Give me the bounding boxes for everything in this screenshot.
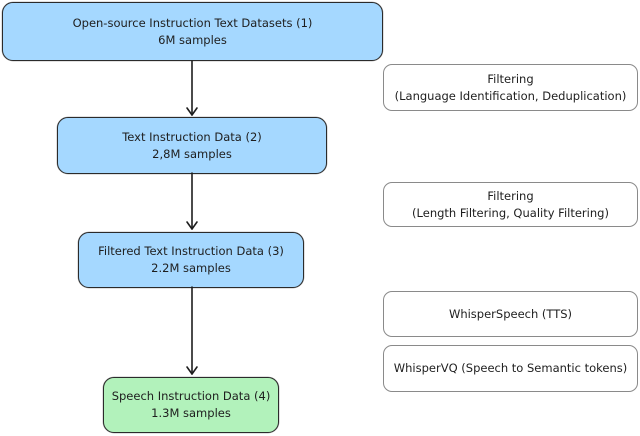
note-title: WhisperVQ (Speech to Semantic tokens): [393, 361, 628, 375]
process-note-whispervq: WhisperVQ (Speech to Semantic tokens): [383, 345, 638, 392]
node-label: Filtered Text Instruction Data (3): [98, 244, 284, 258]
process-note-filtering-dedup: Filtering (Language Identification, Dedu…: [383, 64, 638, 111]
process-note-filtering-quality: Filtering (Length Filtering, Quality Fil…: [383, 182, 638, 227]
flow-node-open-source-datasets: Open-source Instruction Text Datasets (1…: [2, 2, 383, 61]
flow-node-speech-instruction-data: Speech Instruction Data (4) 1.3M samples: [103, 377, 279, 433]
note-detail: (Length Filtering, Quality Filtering): [412, 205, 609, 220]
node-sample-count: 6M samples: [158, 32, 227, 47]
note-title: WhisperSpeech (TTS): [448, 306, 573, 321]
node-sample-count: 1.3M samples: [151, 406, 231, 420]
node-label: Speech Instruction Data (4): [111, 389, 271, 403]
arrow-down-3: [186, 286, 198, 375]
node-sample-count: 2,8M samples: [152, 146, 232, 161]
arrow-down-2: [186, 172, 198, 230]
arrow-down-1: [186, 60, 198, 116]
node-sample-count: 2.2M samples: [151, 261, 231, 275]
flow-node-filtered-text-instruction-data: Filtered Text Instruction Data (3) 2.2M …: [78, 232, 304, 288]
note-title: Filtering: [487, 188, 534, 203]
flow-node-text-instruction-data: Text Instruction Data (2) 2,8M samples: [57, 117, 327, 174]
process-note-whisperspeech-tts: WhisperSpeech (TTS): [383, 291, 638, 337]
note-title: Filtering: [487, 71, 534, 86]
node-label: Text Instruction Data (2): [122, 129, 262, 144]
node-label: Open-source Instruction Text Datasets (1…: [72, 15, 313, 30]
note-detail: (Language Identification, Deduplication): [394, 88, 627, 103]
